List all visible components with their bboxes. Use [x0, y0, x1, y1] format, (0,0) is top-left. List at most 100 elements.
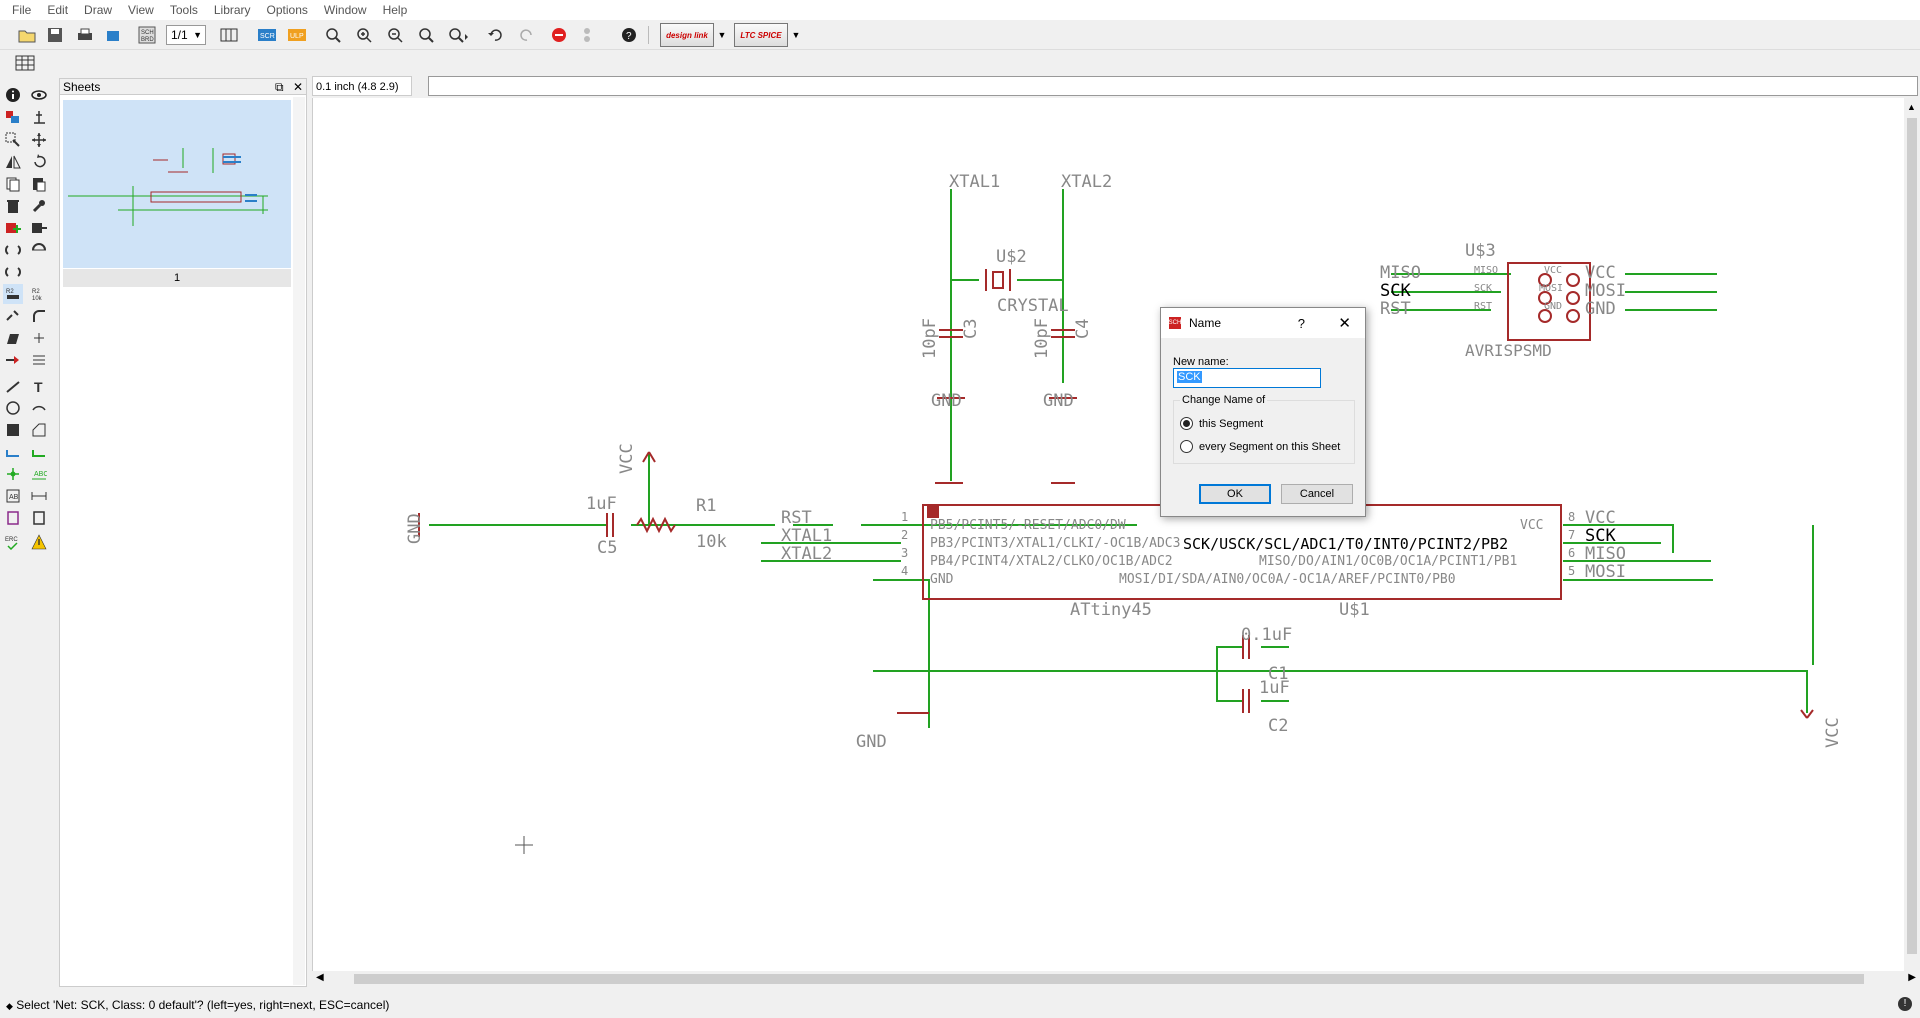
zoom-in-icon[interactable] [353, 24, 375, 46]
cancel-button[interactable]: Cancel [1281, 484, 1353, 504]
design-link-button[interactable]: design link [660, 23, 714, 47]
menu-library[interactable]: Library [213, 3, 251, 17]
info-icon[interactable] [3, 85, 23, 105]
split-icon[interactable] [3, 262, 23, 282]
erc-icon[interactable]: ERC [3, 532, 23, 552]
select-icon[interactable] [3, 130, 23, 150]
zoom-select-icon[interactable] [448, 24, 470, 46]
schematic-canvas[interactable]: XTAL1 XTAL2 U$2 CRYSTAL 10pF C3 10pF C4 … [312, 98, 1904, 971]
stop-icon[interactable] [548, 24, 570, 46]
wrench-icon[interactable] [29, 196, 49, 216]
copy-icon[interactable] [3, 174, 23, 194]
zoom-redraw-icon[interactable] [415, 24, 437, 46]
gateswap-icon[interactable] [29, 240, 49, 260]
menu-tools[interactable]: Tools [169, 3, 198, 17]
warning-icon[interactable] [29, 532, 49, 552]
radio-button[interactable] [1180, 440, 1193, 453]
optimize-icon[interactable] [3, 328, 23, 348]
restore-icon[interactable]: ⧉ [275, 80, 284, 94]
dimension-icon[interactable] [29, 486, 49, 506]
grid-icon[interactable] [218, 24, 240, 46]
invoke-icon[interactable] [3, 350, 23, 370]
radio-every-segment[interactable]: every Segment on this Sheet [1180, 440, 1340, 453]
line-icon[interactable] [3, 376, 23, 396]
bus-group-icon[interactable] [29, 350, 49, 370]
open-icon[interactable] [16, 24, 38, 46]
miter-icon[interactable] [29, 306, 49, 326]
split-wire-icon[interactable] [29, 328, 49, 348]
close-icon[interactable]: ✕ [1338, 315, 1351, 332]
mirror-icon[interactable] [3, 152, 23, 172]
arc-icon[interactable] [29, 398, 49, 418]
sheet-select[interactable]: 1/1▼ [166, 25, 206, 45]
menu-options[interactable]: Options [266, 3, 308, 17]
chevron-down-icon[interactable]: ▼ [717, 30, 727, 40]
undo-icon[interactable] [484, 24, 506, 46]
sheet-number[interactable]: 1 [63, 269, 291, 287]
move-icon[interactable] [29, 130, 49, 150]
sheet-thumbnail[interactable] [63, 100, 291, 268]
name-icon[interactable]: R2 [3, 284, 23, 304]
vertical-scroll-thumb[interactable] [1907, 118, 1917, 954]
ltc-spice-button[interactable]: LTC SPICE [734, 23, 788, 47]
scroll-left-icon[interactable]: ◀ [316, 972, 324, 983]
menu-draw[interactable]: Draw [84, 3, 113, 17]
junction-icon[interactable] [3, 464, 23, 484]
rect-icon[interactable] [3, 420, 23, 440]
smash-icon[interactable] [3, 306, 23, 326]
zoom-fit-icon[interactable] [322, 24, 344, 46]
paste-icon[interactable] [29, 174, 49, 194]
net-icon[interactable] [29, 442, 49, 462]
print-icon[interactable] [74, 24, 96, 46]
scroll-up-icon[interactable]: ▲ [1907, 102, 1916, 112]
label-icon[interactable]: ABC [29, 464, 49, 484]
bus-icon[interactable] [3, 442, 23, 462]
horizontal-scroll-thumb[interactable] [354, 974, 1864, 984]
pinswap-icon[interactable] [3, 240, 23, 260]
chevron-down-icon[interactable]: ▼ [791, 30, 801, 40]
go-icon[interactable] [576, 24, 598, 46]
command-input[interactable] [428, 76, 1918, 96]
save-icon[interactable] [44, 24, 66, 46]
frame-icon[interactable] [3, 508, 23, 528]
scroll-right-icon[interactable]: ▶ [1908, 972, 1916, 983]
vertical-scrollbar[interactable]: ▲ [1904, 98, 1920, 971]
module-icon[interactable] [29, 508, 49, 528]
menu-edit[interactable]: Edit [47, 3, 69, 17]
delete-icon[interactable] [3, 196, 23, 216]
ulp-icon[interactable]: ULP [286, 24, 308, 46]
zoom-out-icon[interactable] [384, 24, 406, 46]
help-icon[interactable]: ? [618, 24, 640, 46]
new-name-input[interactable]: SCK [1173, 368, 1321, 388]
close-icon[interactable]: ✕ [292, 80, 303, 94]
redo-icon[interactable] [516, 24, 538, 46]
layers-icon[interactable] [3, 107, 23, 127]
grid-table-icon[interactable] [14, 52, 36, 74]
ok-button[interactable]: OK [1199, 484, 1271, 504]
part-value: 10pF [920, 318, 940, 359]
sheets-scrollbar[interactable] [293, 97, 305, 985]
scr-icon[interactable]: SCR [256, 24, 278, 46]
status-info-icon[interactable]: ! [1898, 997, 1912, 1011]
menu-view[interactable]: View [128, 3, 154, 17]
radio-this-segment[interactable]: this Segment [1180, 417, 1263, 430]
radio-button-checked[interactable] [1180, 417, 1193, 430]
replace-icon[interactable] [29, 218, 49, 238]
mark-icon[interactable] [29, 107, 49, 127]
circle-icon[interactable] [3, 398, 23, 418]
cam-icon[interactable] [102, 24, 124, 46]
polygon-icon[interactable] [29, 420, 49, 440]
rotate-icon[interactable] [29, 152, 49, 172]
text-icon[interactable]: T [29, 376, 49, 396]
horizontal-scrollbar[interactable]: ◀ ▶ [312, 971, 1920, 987]
eye-icon[interactable] [29, 85, 49, 105]
help-icon[interactable]: ? [1297, 316, 1305, 331]
menu-window[interactable]: Window [323, 3, 367, 17]
attribute-icon[interactable]: AB [3, 486, 23, 506]
menu-file[interactable]: File [12, 3, 32, 17]
add-part-icon[interactable] [3, 218, 23, 238]
menu-help[interactable]: Help [382, 3, 408, 17]
pin-label-highlighted: SCK/USCK/SCL/ADC1/T0/INT0/PCINT2/PB2 [1183, 535, 1509, 553]
